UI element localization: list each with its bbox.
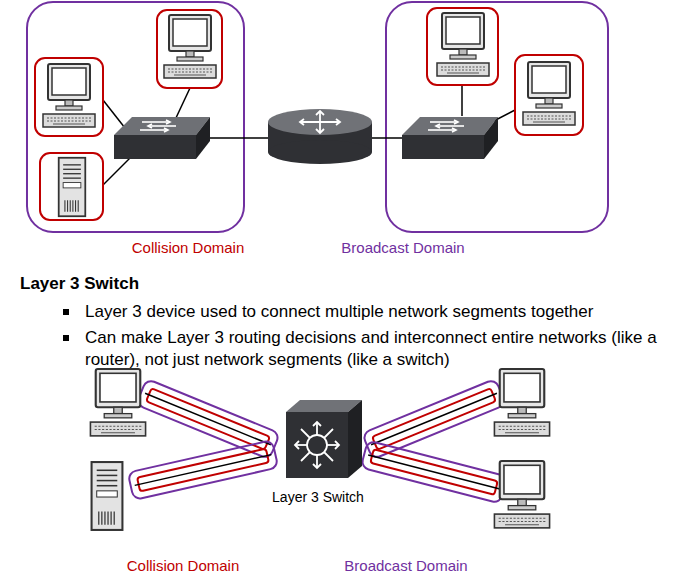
bullet-text: Can make Layer 3 routing decisions and i…	[85, 327, 689, 371]
bullet-marker	[63, 335, 69, 341]
legend-label: Broadcast Domain	[341, 239, 464, 257]
device-label: Layer 3 Switch	[272, 489, 364, 506]
legend-label: Collision Domain	[132, 239, 245, 257]
section-heading: Layer 3 Switch	[20, 274, 139, 294]
bullet-marker	[63, 309, 69, 315]
legend-label: Broadcast Domain	[344, 557, 467, 575]
bullet-text: Layer 3 device used to connect multiple …	[85, 301, 689, 323]
legend-label: Collision Domain	[127, 557, 240, 575]
